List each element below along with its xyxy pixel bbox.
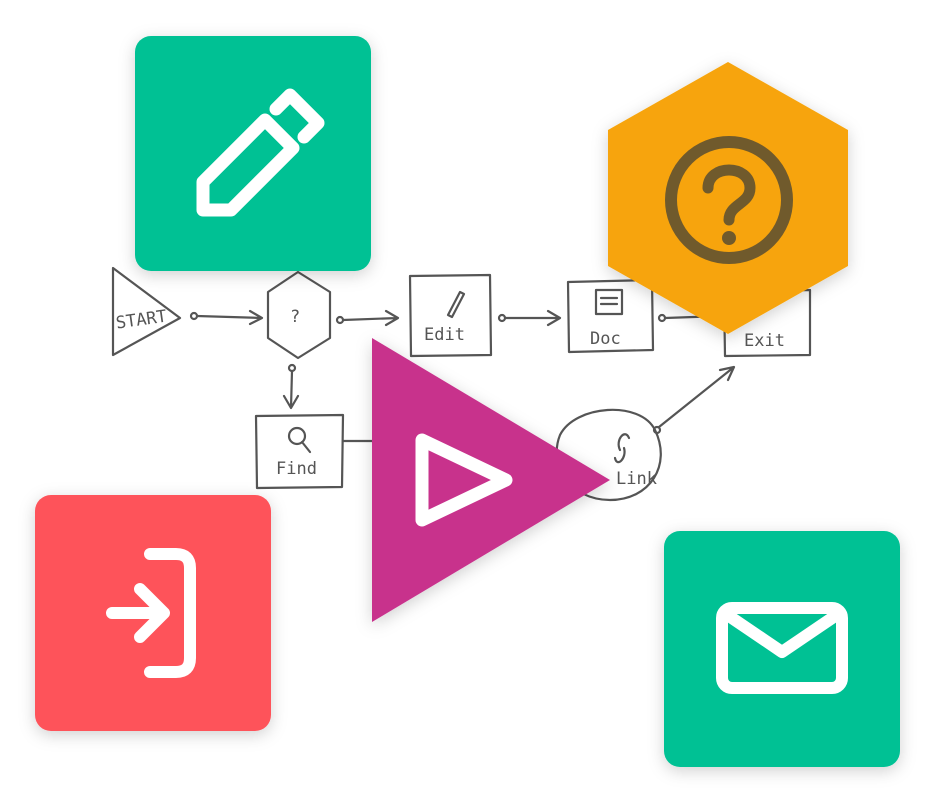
pencil-icon — [196, 88, 325, 217]
mail-icon — [716, 602, 848, 694]
arrow — [497, 309, 562, 327]
node-find: Find — [254, 413, 345, 490]
node-decision: ? — [266, 270, 332, 360]
question-circle-icon — [665, 136, 793, 264]
svg-text:Doc: Doc — [590, 329, 621, 349]
arrow — [282, 363, 300, 410]
node-link-label: Link — [616, 469, 657, 489]
login-icon — [106, 548, 196, 678]
node-start: START — [111, 266, 182, 357]
node-doc: Doc — [566, 278, 655, 354]
arrow — [189, 309, 264, 326]
svg-text:Find: Find — [276, 459, 317, 479]
pencil-tile[interactable] — [135, 36, 371, 271]
svg-text:Edit: Edit — [424, 325, 465, 345]
arrow — [335, 309, 400, 327]
svg-text:?: ? — [290, 307, 300, 327]
svg-text:Exit: Exit — [744, 331, 785, 351]
arrow — [652, 365, 736, 435]
node-edit: Edit — [408, 273, 493, 358]
help-hexagon-tile[interactable] — [608, 62, 848, 334]
play-icon — [415, 433, 513, 527]
